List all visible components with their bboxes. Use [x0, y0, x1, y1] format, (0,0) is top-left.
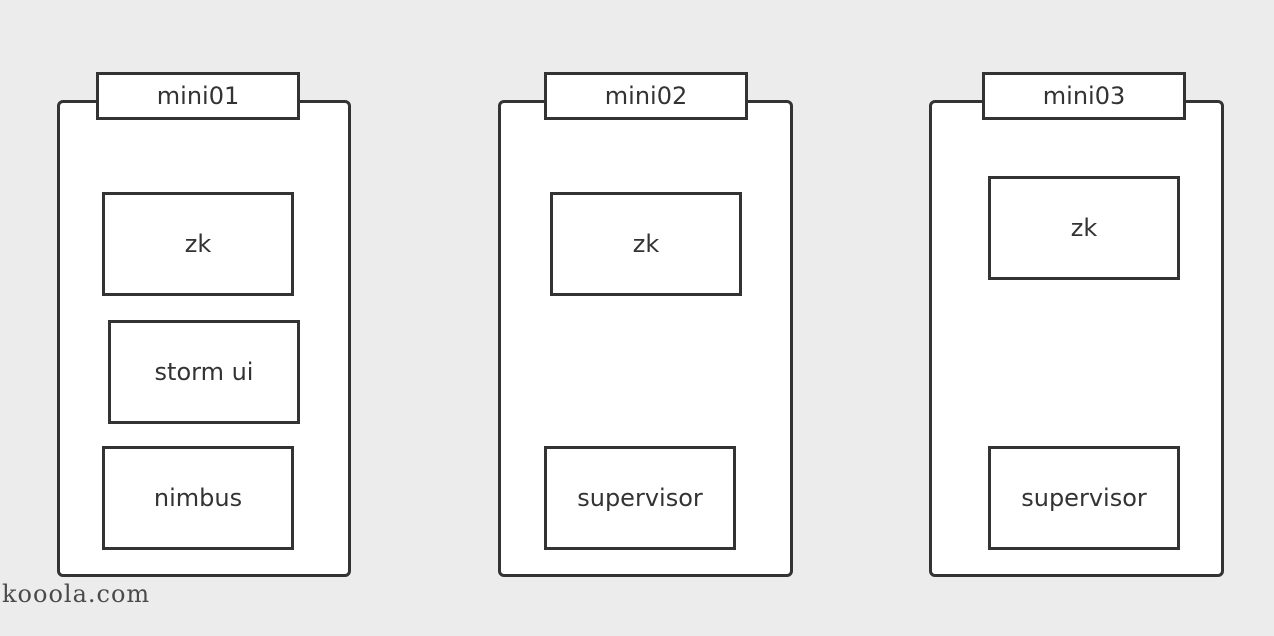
watermark-text: kooola.com	[2, 580, 151, 608]
node-label-mini02: mini02	[544, 72, 748, 120]
process-nimbus: nimbus	[102, 446, 294, 550]
process-zk: zk	[102, 192, 294, 296]
node-label-mini03: mini03	[982, 72, 1186, 120]
process-supervisor: supervisor	[988, 446, 1180, 550]
process-zk: zk	[988, 176, 1180, 280]
process-storm-ui: storm ui	[108, 320, 300, 424]
process-zk: zk	[550, 192, 742, 296]
node-label-mini01: mini01	[96, 72, 300, 120]
process-supervisor: supervisor	[544, 446, 736, 550]
